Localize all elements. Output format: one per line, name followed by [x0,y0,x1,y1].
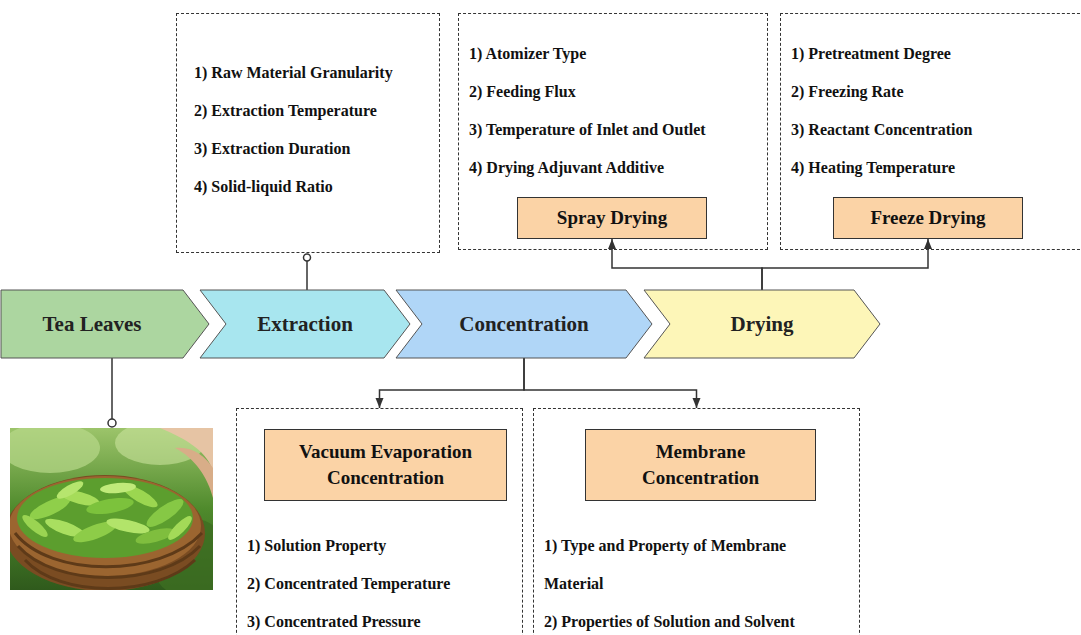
photo-shape [105,516,151,537]
parameter-item: 4) Drying Adjuvant Additive [469,149,664,187]
process-chevron: Tea Leaves [1,290,209,358]
parameter-item: 3) Reactant Concentration [791,111,972,149]
parameter-item: 2) Properties of Solution and Solvent [544,603,795,635]
node-label: Vacuum Evaporation Concentration [275,439,496,490]
node-label: Spray Drying [557,205,667,231]
photo-shape [55,478,86,502]
parameter-item: 3) Concentrated Pressure [247,603,421,635]
method-box: Spray Drying [517,197,707,239]
node-label: Membrane Concentration [596,439,805,490]
connector [524,358,697,408]
parameter-item: 2) Feeding Flux [469,73,576,111]
node-label: Freeze Drying [870,205,985,231]
photo-shape [165,513,195,543]
photo-shape [175,448,213,498]
chevron-outline [396,290,652,358]
leader-dot [108,419,116,427]
parameter-item: 1) Raw Material Granularity [194,54,393,92]
node-label: Extraction [257,312,353,337]
node-label: Concentration [459,312,589,337]
parameter-item: 1) Type and Property of Membrane Materia… [544,527,839,603]
connector [380,358,525,408]
process-chevron: Concentration [396,290,652,358]
chevron-outline [644,290,880,358]
parameter-item: 1) Atomizer Type [469,35,586,73]
photo-shape [25,560,195,589]
photo-shape [10,475,205,590]
photo-shape [10,428,100,473]
process-chevron: Drying [644,290,880,358]
parameter-item: 2) Extraction Temperature [194,92,377,130]
parameter-item: 2) Freezing Rate [791,73,904,111]
photo-shape [100,481,137,494]
process-chevron: Extraction [200,290,410,358]
parameter-item: 2) Concentrated Temperature [247,565,450,603]
leader-line [111,358,113,419]
parameter-panel: 1) Atomizer Type2) Feeding Flux3) Temper… [458,13,768,250]
parameter-item: 1) Pretreatment Degree [791,35,951,73]
parameter-item: 3) Extraction Duration [194,130,350,168]
parameter-item: 1) Solution Property [247,527,386,565]
method-box: Membrane Concentration [585,429,816,501]
parameter-panel: 1) Type and Property of Membrane Materia… [533,408,860,635]
connector [306,261,308,290]
parameter-panel: 1) Pretreatment Degree2) Freezing Rate3)… [780,13,1081,250]
chevron-outline [200,290,410,358]
connector [762,239,928,290]
node-label: Drying [731,312,794,337]
connector-dot [304,254,311,261]
method-box: Freeze Drying [833,197,1023,239]
tea-photo [0,421,230,598]
node-label: Tea Leaves [43,312,142,337]
photo-shape [10,428,213,590]
photo-shape [17,478,193,558]
parameter-panel: 1) Raw Material Granularity2) Extraction… [176,13,440,253]
parameter-panel: 1) Solution Property2) Concentrated Temp… [236,408,523,635]
parameter-item: 4) Solid-liquid Ratio [194,168,333,206]
photo-shape [20,512,51,540]
method-box: Vacuum Evaporation Concentration [264,429,507,501]
parameter-item: 4) Heating Temperature [791,149,955,187]
connector [612,239,762,290]
parameter-item: 3) Temperature of Inlet and Outlet [469,111,706,149]
photo-shape [85,495,135,517]
chevron-outline [1,290,209,358]
